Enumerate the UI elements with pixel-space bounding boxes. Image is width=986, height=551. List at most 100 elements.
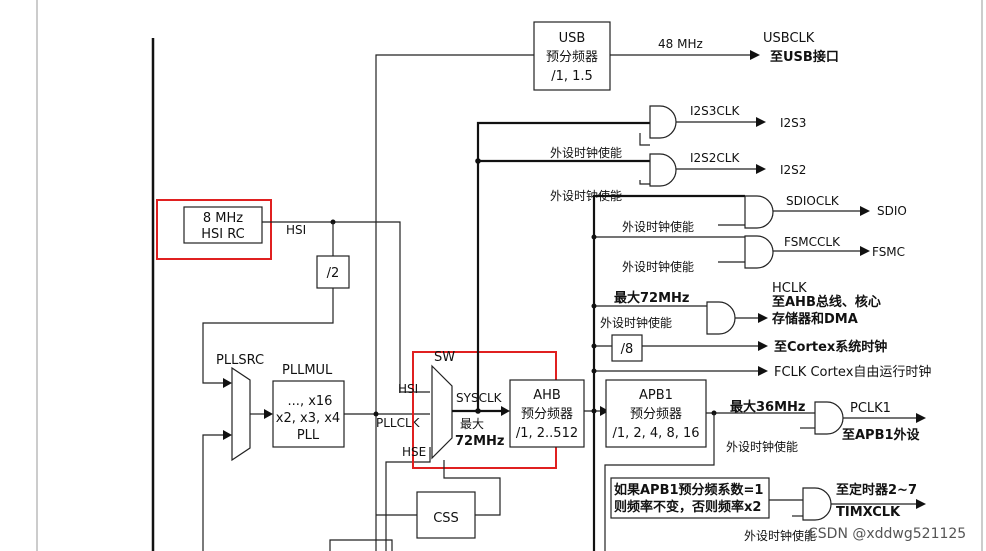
hsi-line2: HSI RC: [201, 227, 244, 242]
div8-box: [611, 334, 643, 362]
hclk-max: 最大72MHz: [614, 290, 689, 306]
sw-in-hsi: HSI: [398, 382, 418, 396]
fsmc-enable: 外设时钟使能: [622, 259, 694, 274]
hclk-enable: 外设时钟使能: [600, 315, 672, 330]
i2s3-arrow: [756, 117, 766, 127]
pllmul-label: PLLMUL: [282, 363, 333, 378]
ahb-box: [509, 379, 585, 448]
pclk1-gate: [814, 401, 844, 435]
css-to-sw: [443, 460, 501, 516]
bottom-box: [329, 539, 393, 551]
i2s2-enable-line: [639, 180, 650, 185]
usb-line2: /1, 1.5: [551, 69, 593, 84]
apb1-line2: /1, 2, 4, 8, 16: [612, 426, 699, 441]
fsmc-arrow: [860, 246, 870, 256]
ahb-out-arrow: [600, 406, 609, 416]
sdio-clk: SDIOCLK: [786, 194, 840, 208]
i2s2-enable: 外设时钟使能: [550, 188, 622, 203]
sdio-arrow: [860, 206, 870, 216]
div2-label: /2: [327, 266, 340, 281]
hclk-dest2: 存储器和DMA: [772, 311, 858, 327]
timx-note2: 则频率不变，否则频率x2: [614, 499, 761, 515]
apb1-line1: 预分频器: [630, 407, 682, 422]
apb1-max: 最大36MHz: [730, 399, 805, 415]
timx-dest: 至定时器2~7: [836, 482, 917, 498]
pllsrc-mux: [231, 366, 251, 462]
i2s2-gate: [649, 153, 677, 187]
usb-title: USB: [559, 31, 586, 46]
hclk-gate: [706, 301, 736, 335]
timx-clk: TIMXCLK: [836, 505, 901, 520]
i2s3-gate: [649, 105, 677, 139]
fclk-junction: [591, 368, 597, 374]
i2s3-dest: I2S3: [780, 116, 806, 130]
apb1-enable: 外设时钟使能: [726, 439, 798, 454]
hse-to-pllsrc: [202, 434, 225, 551]
hclk-bus: [592, 194, 745, 551]
ahb-title: AHB: [533, 388, 561, 403]
sysclk-arrow: [501, 406, 510, 416]
div8-junction: [591, 343, 597, 349]
ahb-line1: 预分频器: [521, 407, 573, 422]
i2s3-clk: I2S3CLK: [690, 104, 740, 118]
watermark: CSDN @xddwg521125: [808, 526, 966, 542]
pllsrc-out-arrow: [264, 409, 273, 419]
sw-in-hse: HSE: [402, 445, 426, 459]
pclk1-arrow: [916, 413, 926, 423]
hsi-highlight: [156, 199, 272, 260]
sdio-enable: 外设时钟使能: [622, 219, 694, 234]
pllclk-junction: [373, 411, 379, 417]
timx-arrow: [916, 499, 926, 509]
pll-to-usb-line: [375, 54, 534, 470]
sdio-dest: SDIO: [877, 204, 907, 218]
timx-gate: [802, 487, 832, 521]
usb-line1: 预分频器: [546, 50, 598, 65]
hsi-out-label: HSI: [286, 223, 306, 237]
pll-line3: PLL: [297, 428, 320, 443]
hsi-rc-box: [183, 206, 263, 244]
fsmc-gate: [744, 235, 774, 269]
i2s2-clk: I2S2CLK: [690, 151, 740, 165]
pllsrc-in1-arrow: [223, 378, 232, 388]
sysclk-label: SYSCLK: [456, 391, 503, 405]
fclk-label: FCLK Cortex自由运行时钟: [774, 364, 931, 380]
sw-max1: 最大: [460, 417, 484, 431]
pllclk-label: PLLCLK: [376, 416, 421, 430]
sdio-gate: [744, 195, 774, 229]
sw-max2: 72MHz: [455, 434, 504, 449]
pll-line1: ..., x16: [288, 394, 333, 409]
usb-freq: 48 MHz: [658, 37, 703, 51]
sw-mux: [431, 364, 453, 460]
i2s3-enable-line: [639, 133, 650, 146]
hclk-junction: [591, 303, 597, 309]
pclk1-label: PCLK1: [850, 401, 891, 416]
i2s2-arrow: [756, 164, 766, 174]
apb1-dest: 至APB1外设: [842, 427, 921, 443]
div2-to-pllsrc: [202, 288, 334, 384]
fclk-arrow: [758, 366, 768, 376]
hclk-arrow: [758, 313, 768, 323]
apb1-title: APB1: [639, 388, 673, 403]
timx-note-box: [610, 477, 770, 519]
sysclk-to-i2s: [476, 121, 650, 411]
apb1-box: [605, 379, 707, 448]
div8-dest: 至Cortex系统时钟: [774, 339, 887, 355]
usb-arrow: [750, 50, 760, 60]
fsmc-clk: FSMCCLK: [784, 235, 841, 249]
apb1-to-timx: [604, 413, 715, 551]
usb-dest: 至USB接口: [770, 49, 839, 65]
pllsrc-label: PLLSRC: [216, 353, 264, 368]
hse-line: [385, 447, 431, 551]
i2s3-enable: 外设时钟使能: [550, 145, 622, 160]
div8-arrow: [758, 341, 768, 351]
i2s2-dest: I2S2: [780, 163, 806, 177]
pll-box: [272, 380, 345, 448]
usb-clk: USBCLK: [763, 31, 815, 46]
ahb-line2: /1, 2..512: [516, 426, 578, 441]
fsmc-junction: [591, 234, 597, 240]
usb-prescaler-box: [533, 21, 611, 91]
pll-line2: x2, x3, x4: [276, 411, 340, 426]
pllsrc-in2-arrow: [223, 430, 232, 440]
sw-label: SW: [434, 350, 455, 365]
